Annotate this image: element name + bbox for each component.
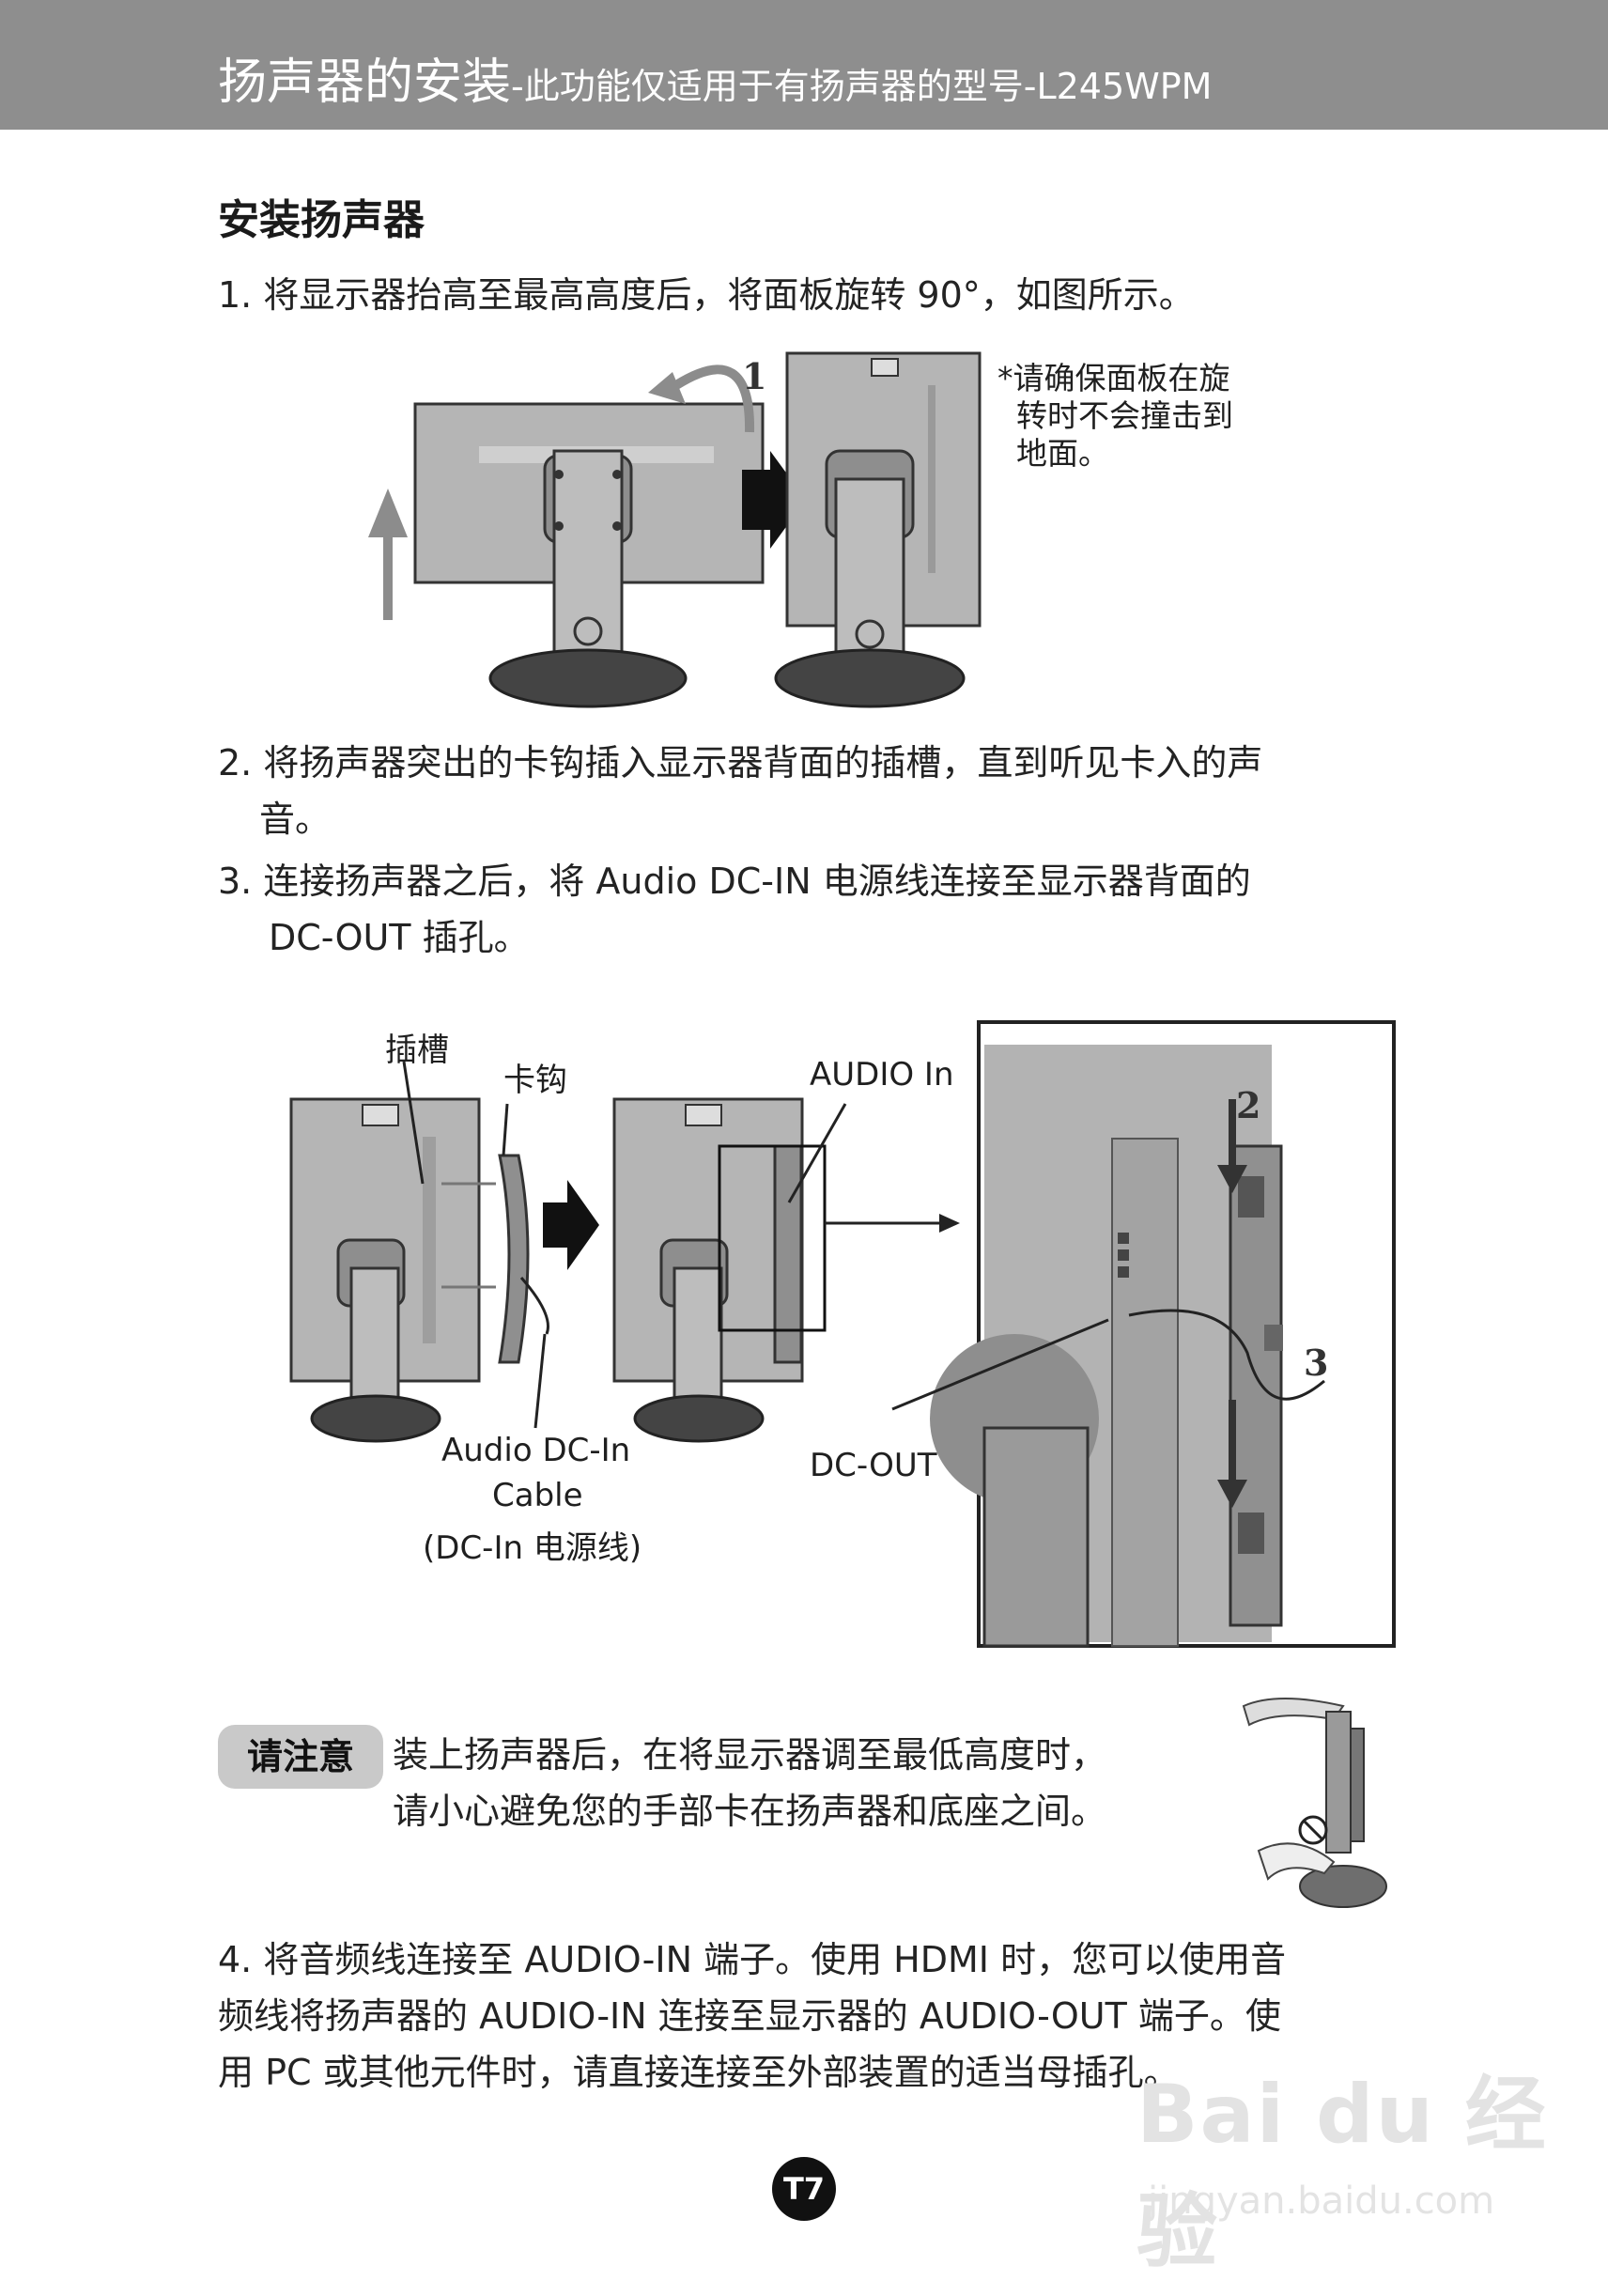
right-arrow-icon: [742, 451, 806, 549]
step-2-line1: 2. 将扬声器突出的卡钩插入显示器背面的插槽，直到听见卡入的声: [218, 742, 1263, 783]
zoom-detail-panel: [891, 1020, 1396, 1648]
figure1-note-line1: *请确保面板在旋: [997, 360, 1230, 396]
note-line1: 装上扬声器后，在将显示器调至最低高度时，: [393, 1734, 1107, 1776]
figure1-note-line2: 转时不会撞击到: [1016, 397, 1233, 434]
figure1-note-line3: 地面。: [1016, 435, 1109, 472]
figure-rotate-monitor: [368, 351, 982, 708]
right-arrow-icon: [543, 1180, 599, 1270]
figure1-marker: 1: [742, 355, 767, 397]
step-3-line1: 3. 连接扬声器之后，将 Audio DC-IN 电源线连接至显示器背面的: [218, 861, 1251, 902]
figure-speaker-install: [289, 1020, 1396, 1648]
note-line2: 请小心避免您的手部卡在扬声器和底座之间。: [393, 1791, 1107, 1832]
step-4-line3: 用 PC 或其他元件时，请直接连接至外部装置的适当母插孔。: [218, 2052, 1180, 2093]
header-band: 扬声器的安装-此功能仅适用于有扬声器的型号-L245WPM: [0, 0, 1608, 130]
watermark-url: jingyan.baidu.com: [1148, 2180, 1495, 2223]
label-hook: 卡钩: [503, 1062, 567, 1099]
step-2-line2: 音。: [259, 799, 332, 840]
monitor-speaker-attached: [612, 1097, 960, 1443]
header-main-title: 扬声器的安装: [218, 54, 512, 111]
up-arrow-icon: [368, 489, 408, 620]
step-4-line2: 频线将扬声器的 AUDIO-IN 连接至显示器的 AUDIO-OUT 端子。使: [218, 1995, 1281, 2037]
label-audio-in: AUDIO In: [810, 1056, 954, 1094]
section-title: 安装扬声器: [218, 196, 425, 244]
header-subtitle: -此功能仅适用于有扬声器的型号-L245WPM: [511, 66, 1213, 107]
rotate-arrow-icon: [648, 365, 755, 433]
header-title: 扬声器的安装-此功能仅适用于有扬声器的型号-L245WPM: [218, 54, 1212, 115]
watermark-brand: Bai du 经验: [1136, 2068, 1548, 2279]
note-badge: 请注意: [218, 1725, 383, 1789]
step-3-line2: DC-OUT 插孔。: [269, 917, 530, 958]
figure2-marker-2: 2: [1236, 1084, 1261, 1126]
monitor-portrait: [774, 351, 982, 708]
label-cable-line1: Audio DC-In: [441, 1432, 631, 1469]
monitor-landscape: [413, 402, 765, 708]
monitor-with-speaker: [289, 1061, 549, 1443]
step-4-line1: 4. 将音频线连接至 AUDIO-IN 端子。使用 HDMI 时，您可以使用音: [218, 1939, 1287, 1980]
label-cable-line3: (DC-In 电源线): [423, 1529, 642, 1567]
step-1-text: 1. 将显示器抬高至最高高度后，将面板旋转 90°，如图所示。: [218, 274, 1195, 316]
hand-warning-illustration: [1242, 1698, 1387, 1908]
figure2-marker-3: 3: [1304, 1342, 1329, 1384]
label-dc-out: DC-OUT: [810, 1447, 937, 1484]
page-number: T7: [772, 2157, 836, 2221]
label-slot: 插槽: [385, 1032, 449, 1069]
label-cable-line2: Cable: [492, 1477, 583, 1514]
